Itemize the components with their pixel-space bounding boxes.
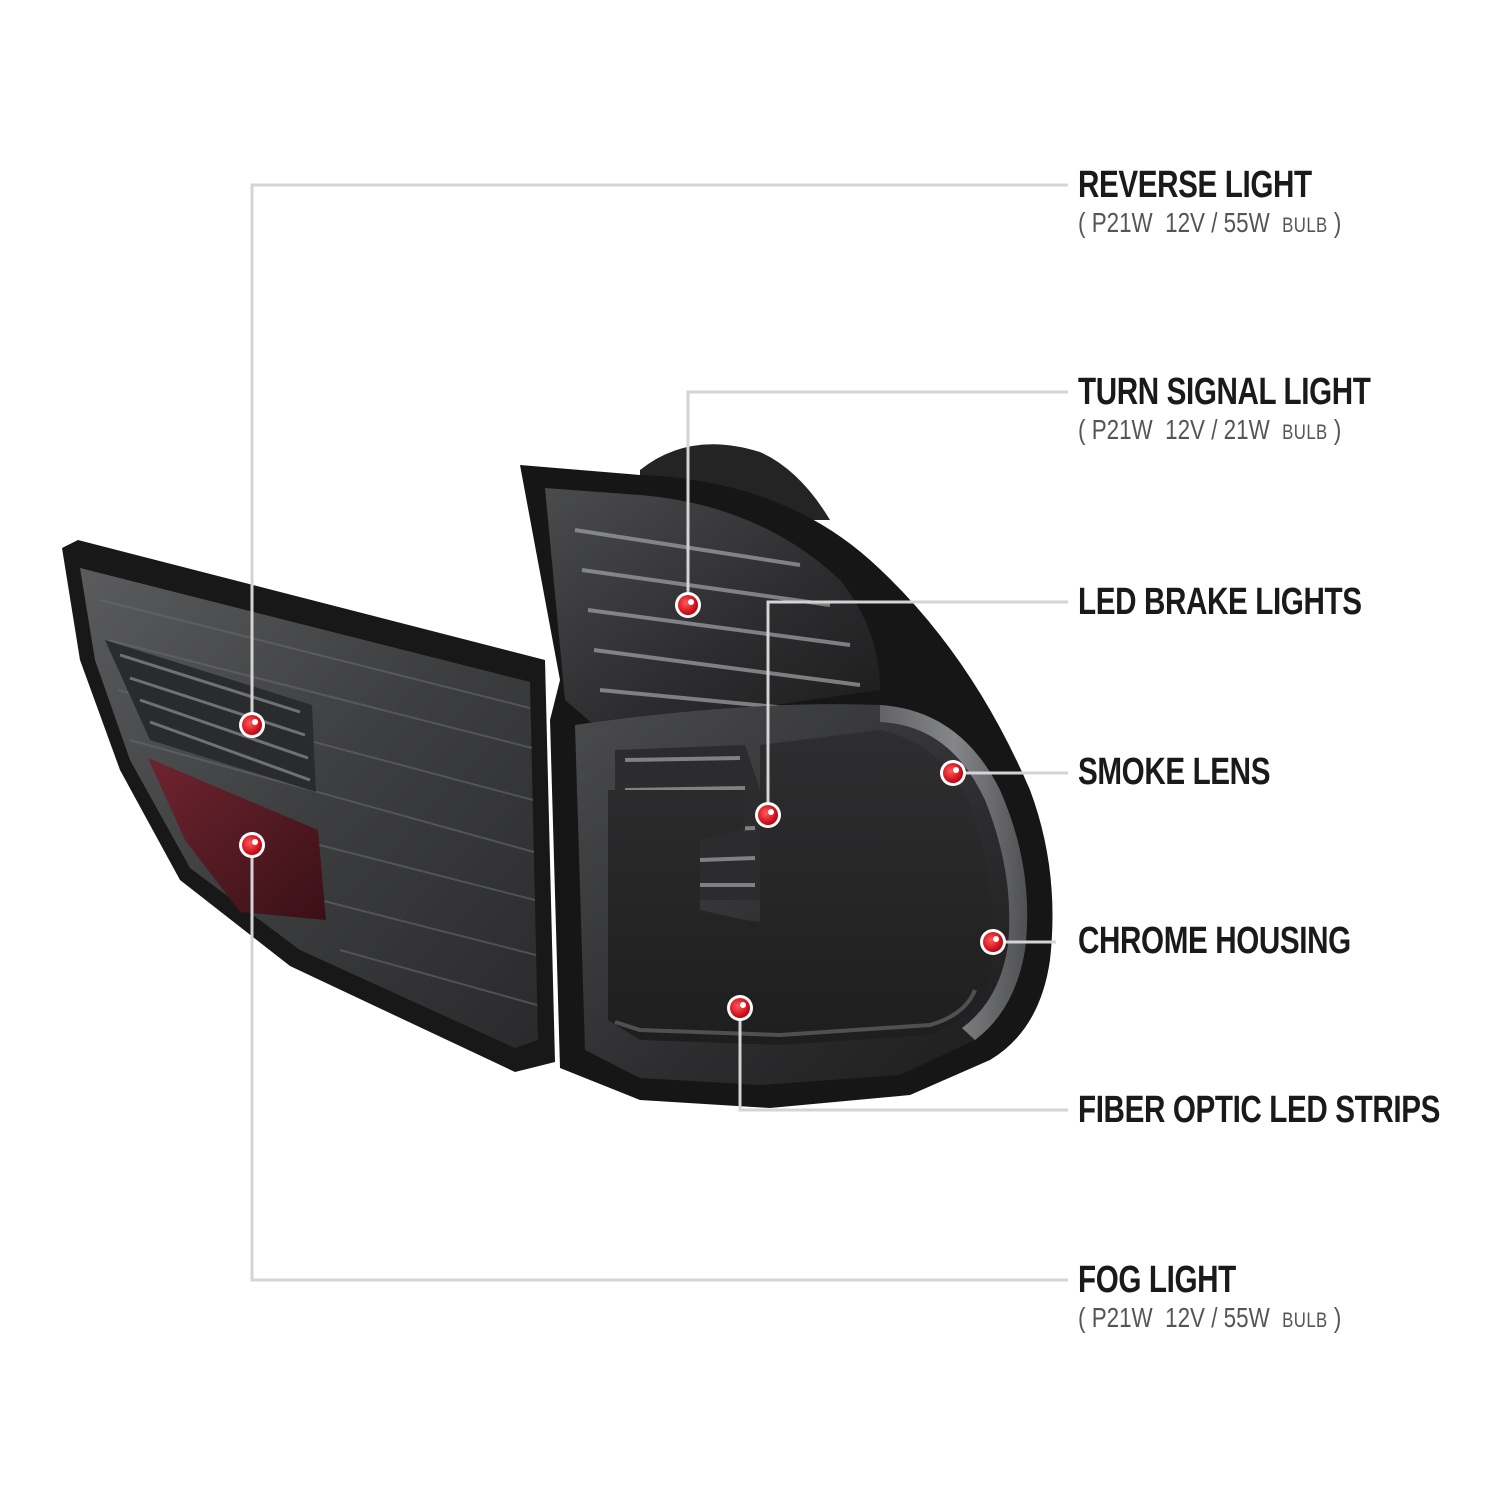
callout-label-fog-light: FOG LIGHT ( P21W 12V / 55W BULB ) (1078, 1258, 1407, 1337)
callout-line-led-brake (766, 600, 1068, 815)
callout-label-fiber-optic: FIBER OPTIC LED STRIPS (1078, 1088, 1500, 1132)
callout-dot-turn-signal (675, 592, 701, 618)
outer-lamp-upper-lens (545, 488, 880, 730)
outer-tail-lamp (520, 444, 1053, 1108)
callout-dot-smoke-lens (940, 760, 966, 786)
callout-title: LED BRAKE LIGHTS (1078, 581, 1362, 623)
callout-title: CHROME HOUSING (1078, 920, 1351, 962)
callout-label-reverse-light: REVERSE LIGHT ( P21W 12V / 55W BULB ) (1078, 163, 1407, 242)
fog-light-lens (148, 758, 326, 920)
callout-dot-fiber-optic (727, 995, 753, 1021)
callout-line-reverse-light (250, 183, 1068, 725)
callout-dot-fog-light (239, 832, 265, 858)
callout-title: FOG LIGHT (1078, 1259, 1236, 1301)
callout-label-chrome-housing: CHROME HOUSING (1078, 919, 1428, 963)
callout-title: SMOKE LENS (1078, 751, 1271, 793)
callout-dots (239, 592, 1006, 1021)
callout-dot-led-brake (755, 802, 781, 828)
callout-label-turn-signal: TURN SIGNAL LIGHT ( P21W 12V / 21W BULB … (1078, 370, 1453, 449)
callout-title: FIBER OPTIC LED STRIPS (1078, 1089, 1440, 1131)
callout-title: REVERSE LIGHT (1078, 164, 1312, 206)
chrome-housing-band (880, 705, 1028, 1040)
callout-spec: ( P21W 12V / 55W BULB ) (1078, 207, 1342, 238)
inner-tail-lamp (62, 540, 555, 1072)
callout-line-turn-signal (686, 390, 1068, 605)
fiber-optic-led-strip (608, 730, 993, 1045)
callout-dot-chrome-housing (980, 929, 1006, 955)
callout-line-fog-light (250, 845, 1068, 1282)
callout-spec: ( P21W 12V / 21W BULB ) (1078, 414, 1342, 445)
callout-dot-reverse-light (239, 712, 265, 738)
callout-title: TURN SIGNAL LIGHT (1078, 371, 1371, 413)
callout-lines (250, 183, 1068, 1282)
reverse-light-reflector (105, 640, 316, 792)
callout-label-led-brake: LED BRAKE LIGHTS (1078, 580, 1442, 624)
callout-label-smoke-lens: SMOKE LENS (1078, 750, 1324, 794)
callout-line-fiber-optic (738, 1008, 1068, 1112)
callout-spec: ( P21W 12V / 55W BULB ) (1078, 1302, 1342, 1333)
fiber-optic-led-strip-glow (614, 989, 977, 1038)
